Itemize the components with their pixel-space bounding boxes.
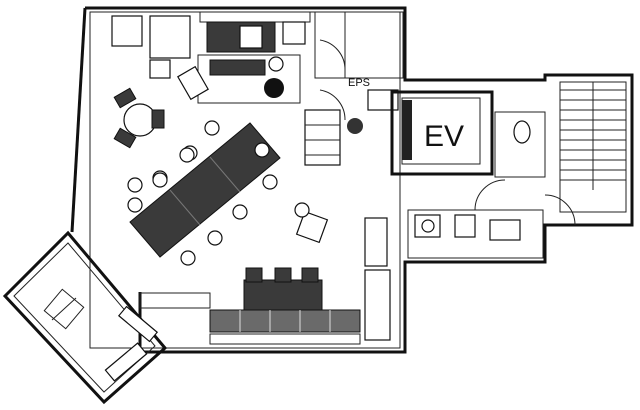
shelving <box>364 217 388 267</box>
eps-label: EPS <box>348 77 370 89</box>
armchair <box>177 65 209 101</box>
dining-chair <box>232 204 248 220</box>
dining-chair <box>262 174 278 190</box>
dining-chair <box>254 142 270 158</box>
staircase <box>544 81 627 226</box>
skylight-square <box>43 288 85 330</box>
exterior-walls <box>70 6 634 354</box>
round-stool <box>264 78 284 98</box>
elevator-label: EV <box>424 120 464 153</box>
dining-chair <box>127 197 143 213</box>
round-table-set <box>113 87 165 149</box>
elevator-core: EV <box>390 90 546 211</box>
bathtub <box>104 342 148 382</box>
dining-tables <box>127 120 281 266</box>
angled-room <box>2 230 168 405</box>
lower-annex <box>364 209 544 267</box>
dining-chair <box>179 147 195 163</box>
dining-chair <box>152 172 168 188</box>
dining-chair <box>180 250 196 266</box>
kitchen <box>139 267 391 345</box>
restroom <box>494 111 546 178</box>
dining-chair <box>127 177 143 193</box>
plant <box>347 118 363 134</box>
dining-chair <box>207 230 223 246</box>
toilet <box>513 120 531 144</box>
eps-area: EPS <box>304 11 404 166</box>
dining-chair <box>204 120 220 136</box>
counter <box>209 309 361 333</box>
coffee-table <box>209 59 266 76</box>
living-area <box>111 11 311 104</box>
lounge-chair <box>294 202 329 244</box>
desk <box>149 15 191 59</box>
